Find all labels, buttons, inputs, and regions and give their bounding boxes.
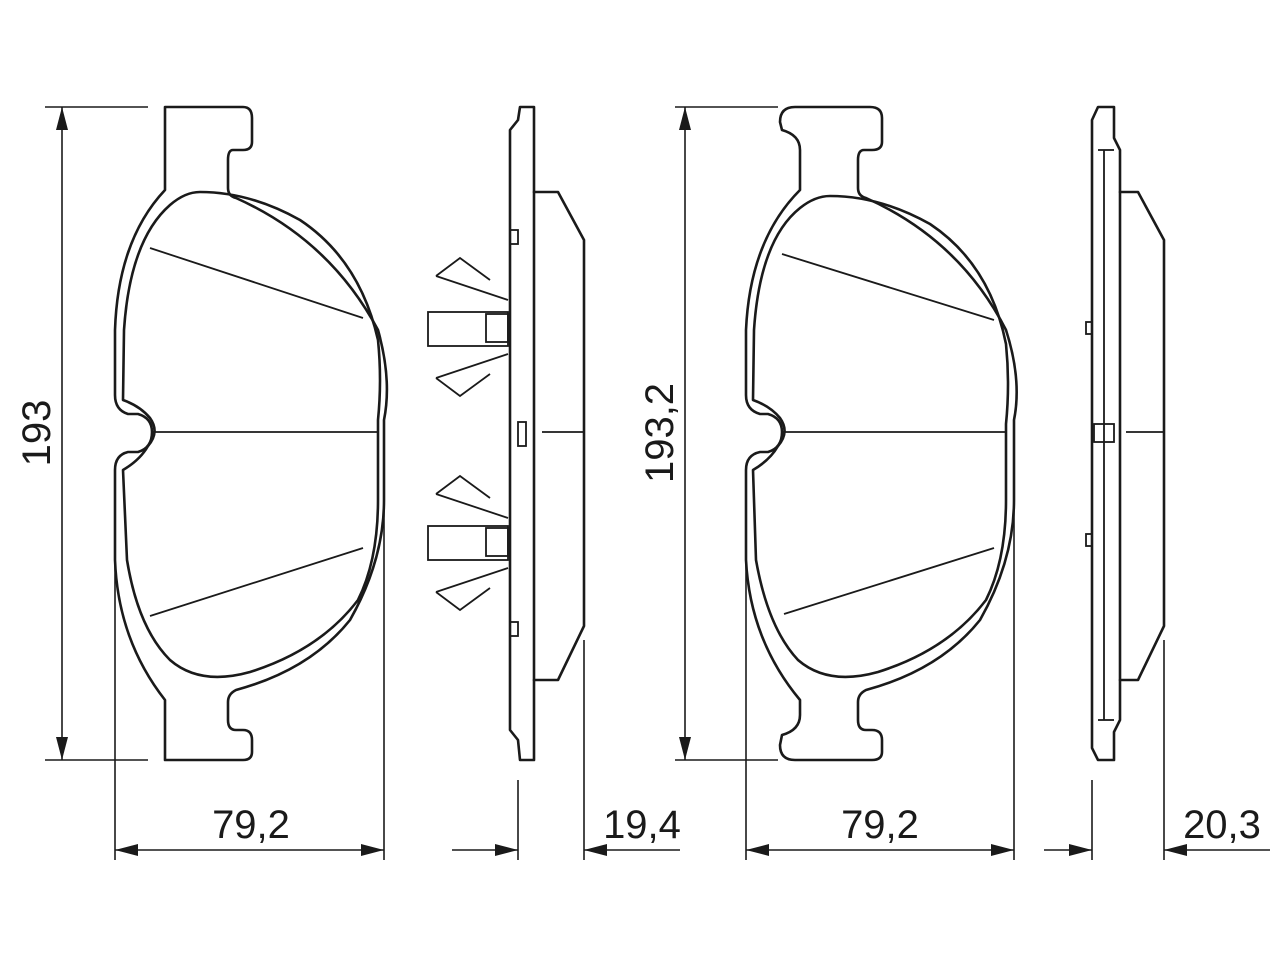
dim-pad2-width: 79,2 bbox=[745, 500, 1015, 860]
pad2-backing-plate bbox=[744, 105, 1018, 762]
pad2-side-friction-block bbox=[1118, 190, 1166, 682]
pad2-thickness-label: 20,3 bbox=[1183, 803, 1261, 847]
pad1-backing-plate bbox=[113, 105, 389, 762]
pad1-side-view bbox=[427, 105, 586, 762]
pad1-width-label: 79,2 bbox=[212, 803, 290, 847]
pad1-side-tab-lower bbox=[509, 621, 519, 637]
pad2-side-tab-upper bbox=[1085, 321, 1093, 335]
pad1-wear-clip-lower bbox=[427, 474, 509, 612]
pad1-side-tab-center bbox=[517, 421, 527, 447]
pad2-side-tab-lower bbox=[1085, 533, 1093, 547]
pad2-side-backing-plate bbox=[1090, 105, 1122, 762]
pad2-width-label: 79,2 bbox=[841, 803, 919, 847]
pad2-side-view bbox=[1085, 105, 1166, 762]
pad2-height-label: 193,2 bbox=[638, 383, 682, 483]
pad1-side-tab-upper bbox=[509, 229, 519, 245]
pad1-friction-material bbox=[121, 190, 382, 679]
pad2-side-tab-center bbox=[1093, 423, 1115, 443]
pad1-side-friction-block bbox=[532, 190, 586, 682]
dim-pad2-thickness: 20,3 bbox=[1044, 640, 1270, 860]
dim-pad1-thickness: 19,4 bbox=[452, 640, 681, 860]
pad1-upper-chamfer-line bbox=[149, 247, 364, 319]
pad1-front-view bbox=[113, 105, 389, 762]
dim-pad1-height: 193 bbox=[15, 106, 148, 761]
pad1-side-backing-plate bbox=[508, 105, 536, 762]
dim-pad2-height: 193,2 bbox=[638, 106, 778, 761]
pad1-wear-clip-upper bbox=[427, 256, 509, 398]
pad1-lower-chamfer-line bbox=[149, 547, 364, 617]
pad1-thickness-label: 19,4 bbox=[603, 803, 681, 847]
pad2-front-view bbox=[744, 105, 1018, 762]
pad2-friction-material bbox=[751, 194, 1010, 679]
pad2-lower-chamfer-line bbox=[783, 547, 995, 615]
dim-pad1-width: 79,2 bbox=[114, 500, 385, 860]
pad1-height-label: 193 bbox=[15, 400, 59, 467]
pad2-upper-chamfer-line bbox=[781, 253, 995, 321]
